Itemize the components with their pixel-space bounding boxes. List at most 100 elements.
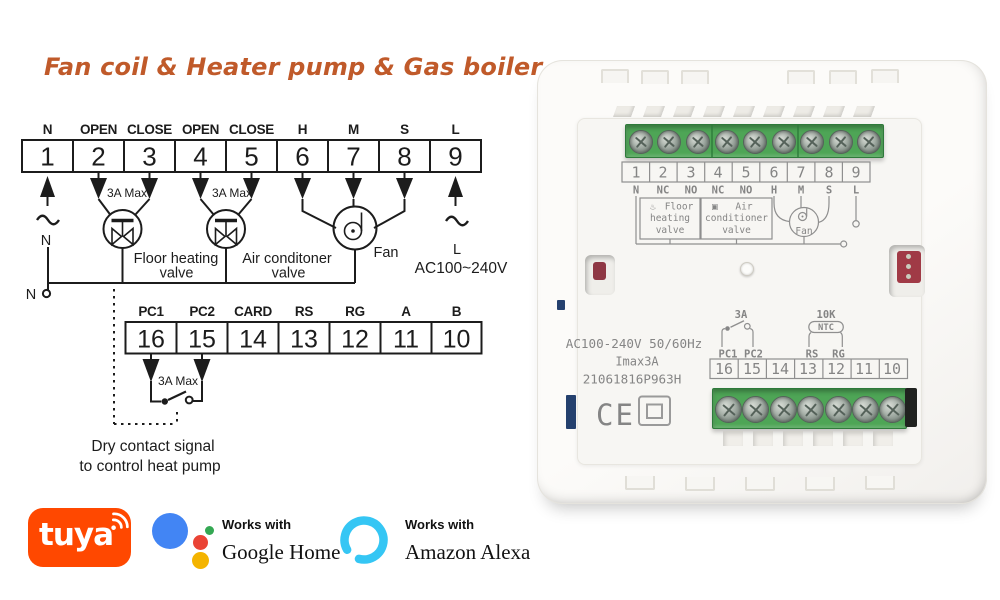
box-text: Air xyxy=(735,202,752,213)
terminal-number: 4 xyxy=(713,164,722,182)
google-green-circle xyxy=(204,525,214,535)
terminal-screw xyxy=(657,130,681,154)
fuse-rating-label: 3A Max xyxy=(107,186,147,200)
terminal-label: RS xyxy=(295,304,313,319)
works-with-label: Works with xyxy=(222,517,292,532)
terminal-number: 14 xyxy=(771,360,789,378)
device-fan-icon: Fan xyxy=(788,206,820,238)
terminal-block-end xyxy=(905,388,917,427)
terminal-number: 9 xyxy=(851,164,860,182)
terminal-number: 11 xyxy=(393,326,419,354)
terminal-screw xyxy=(629,130,653,154)
terminal-screw xyxy=(797,396,824,423)
air-conditioner-icon: ▣ xyxy=(712,202,718,213)
terminal-label: A xyxy=(401,304,411,319)
terminal-label: NC xyxy=(657,185,670,197)
ac-valve-caption: valve xyxy=(272,266,306,282)
terminal-number: 5 xyxy=(741,164,750,182)
terminal-screw xyxy=(770,396,797,423)
amp-label: 3A xyxy=(735,309,748,321)
air-conditioner-valve-icon xyxy=(199,198,253,283)
terminal-number: 16 xyxy=(137,326,165,354)
terminal-label: L xyxy=(452,122,460,137)
terminal-number: 7 xyxy=(346,142,360,172)
terminal-screw xyxy=(829,130,853,154)
box-text: conditioner xyxy=(705,213,768,224)
terminal-label: NC xyxy=(712,185,725,197)
dry-contact-switch-icon xyxy=(142,353,211,405)
terminal-label: CLOSE xyxy=(127,122,172,137)
terminal-screw xyxy=(686,130,710,154)
terminal-label: RG xyxy=(345,304,365,319)
terminal-label: CLOSE xyxy=(229,122,274,137)
terminal-number: 14 xyxy=(239,326,267,354)
device-dry-contact-icon: 3A PC1 PC2 xyxy=(719,309,763,361)
marking xyxy=(557,300,565,310)
mount-tab xyxy=(829,70,857,84)
rs-label: RS xyxy=(806,349,819,361)
google-yellow-circle xyxy=(191,551,209,569)
terminal-screw xyxy=(743,130,767,154)
n-label: N xyxy=(26,287,36,303)
terminal-number: 1 xyxy=(631,164,640,182)
terminal-label: M xyxy=(348,122,359,137)
device-top-terminal-row: 1 2 3 4 5 6 7 8 9 N NC NO NC NO H M S L xyxy=(621,161,871,197)
device-bottom-terminal-row: 16 15 14 13 12 11 10 xyxy=(709,358,909,380)
tuya-logo-text: tuya xyxy=(39,517,114,553)
pc2-label: PC2 xyxy=(744,349,763,361)
terminal-screw xyxy=(879,396,906,423)
terminal-label: H xyxy=(771,185,777,197)
fan-icon xyxy=(301,199,406,283)
amazon-alexa-label: Amazon Alexa xyxy=(405,540,531,564)
mount-tab xyxy=(625,476,655,490)
mount-tab xyxy=(787,70,815,84)
terminal-label: NO xyxy=(740,185,753,197)
terminal-label: OPEN xyxy=(80,122,117,137)
dry-contact-caption: to control heat pump xyxy=(79,458,220,475)
fan-label: Fan xyxy=(795,226,812,237)
up-arrow-l xyxy=(448,176,463,206)
fuse-rating-label: 3A Max xyxy=(212,186,252,200)
terminal-screw xyxy=(742,396,769,423)
fan-label: Fan xyxy=(374,245,399,261)
terminal-label: OPEN xyxy=(182,122,219,137)
terminal-number: 2 xyxy=(658,164,667,182)
terminal-label: H xyxy=(298,122,307,137)
terminal-screw xyxy=(800,130,824,154)
floor-heating-icon: ♨ xyxy=(650,202,656,213)
wifi-icon xyxy=(111,512,129,530)
dry-contact-caption: Dry contact signal xyxy=(91,438,214,455)
mount-tab xyxy=(681,70,709,84)
terminal-label: S xyxy=(400,122,409,137)
double-insulation-icon xyxy=(638,395,671,426)
device-ntc-sensor-icon: 10K NTC RS RG xyxy=(806,309,845,361)
mount-tab xyxy=(601,69,629,83)
mount-tab xyxy=(745,477,775,491)
device-print: 1 2 3 4 5 6 7 8 9 N NC NO NC NO H M S L xyxy=(566,161,909,432)
terminal-number: 10 xyxy=(443,326,471,354)
top-terminal-block xyxy=(625,124,884,158)
mount-tab xyxy=(871,69,899,83)
terminal-number: 5 xyxy=(244,142,258,172)
l-label: L xyxy=(453,242,461,258)
google-blue-circle xyxy=(152,513,188,549)
terminal-number: 11 xyxy=(855,360,873,378)
vent xyxy=(753,431,773,446)
live-wire xyxy=(444,215,470,227)
terminal-number: 3 xyxy=(142,142,156,172)
top-terminal-row: N OPEN CLOSE OPEN CLOSE H M S L 1 2 3 4 … xyxy=(21,122,482,173)
terminal-screw xyxy=(852,396,879,423)
terminal-label: N xyxy=(43,122,52,137)
terminal-number: 2 xyxy=(91,142,105,172)
mount-tab xyxy=(685,477,715,491)
terminal-number: 12 xyxy=(341,326,369,354)
ntc-label: NTC xyxy=(818,323,834,333)
ce-mark: CE xyxy=(596,398,635,432)
terminal-label: N xyxy=(633,185,639,197)
terminal-number: 6 xyxy=(295,142,309,172)
terminal-number: 15 xyxy=(188,326,216,354)
mount-tab xyxy=(805,477,835,491)
device-floor-valve-box: ♨ Floor heating valve xyxy=(639,197,701,240)
terminal-label: PC2 xyxy=(189,304,214,319)
ac-valve-caption: Air conditoner xyxy=(242,251,332,267)
